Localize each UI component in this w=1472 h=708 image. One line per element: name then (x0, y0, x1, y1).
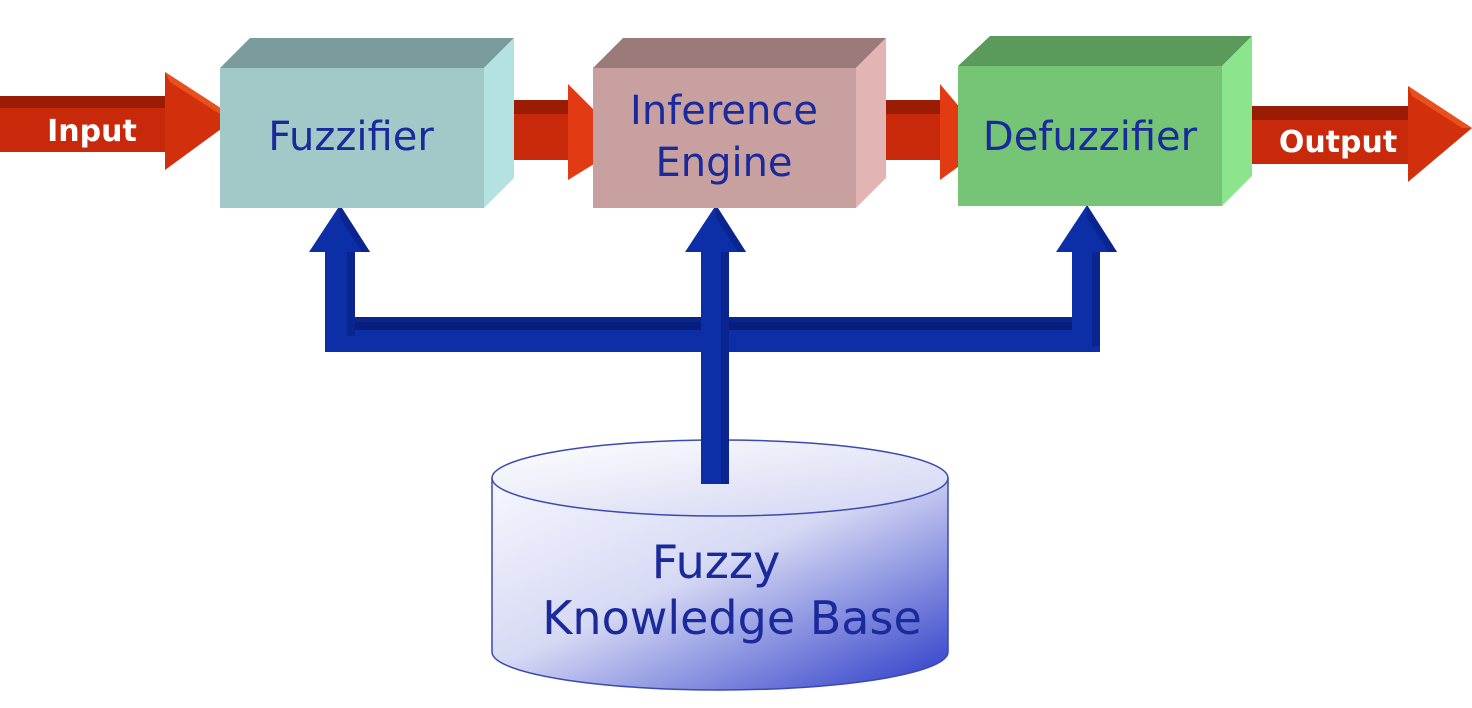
defuzzifier-front-face (958, 66, 1222, 206)
flow-arrows: Input Output (0, 72, 1472, 182)
fuzzifier-front-face (220, 68, 484, 208)
bus-middle-riser-side (721, 246, 729, 484)
knowledge-base-label-line1: Fuzzy (652, 535, 781, 589)
defuzzifier-side-face (1222, 36, 1252, 206)
output-arrow: Output (1230, 86, 1472, 182)
output-label: Output (1279, 125, 1397, 160)
defuzzifier-label: Defuzzifier (983, 114, 1198, 160)
bus-right-riser-side (1092, 246, 1100, 346)
bus-left-riser-side (347, 246, 355, 336)
defuzzifier-top-face (958, 36, 1252, 66)
inference-label-line2: Engine (655, 140, 792, 186)
inference-label-line1: Inference (630, 88, 818, 134)
defuzzifier-block: Defuzzifier (958, 36, 1252, 206)
input-label: Input (47, 114, 137, 149)
inference-front-face (593, 68, 856, 208)
fuzzifier-side-face (484, 38, 514, 208)
inference-side-face (856, 38, 886, 208)
arrowhead-to-defuzzifier-side (1087, 205, 1117, 252)
inference-engine-block: Inference Engine (593, 38, 886, 208)
fuzzifier-label: Fuzzifier (268, 114, 434, 160)
input-arrow: Input (0, 72, 236, 170)
inference-top-face (593, 38, 886, 68)
knowledge-bus-arrows (309, 205, 1117, 484)
arrowhead-to-inference-side (716, 205, 746, 252)
cylinder-body (491, 477, 949, 691)
fuzzifier-block: Fuzzifier (220, 38, 514, 208)
fuzzifier-top-face (220, 38, 514, 68)
arrowhead-to-fuzzifier-side (340, 205, 370, 252)
knowledge-base-label-line2: Knowledge Base (542, 591, 922, 645)
